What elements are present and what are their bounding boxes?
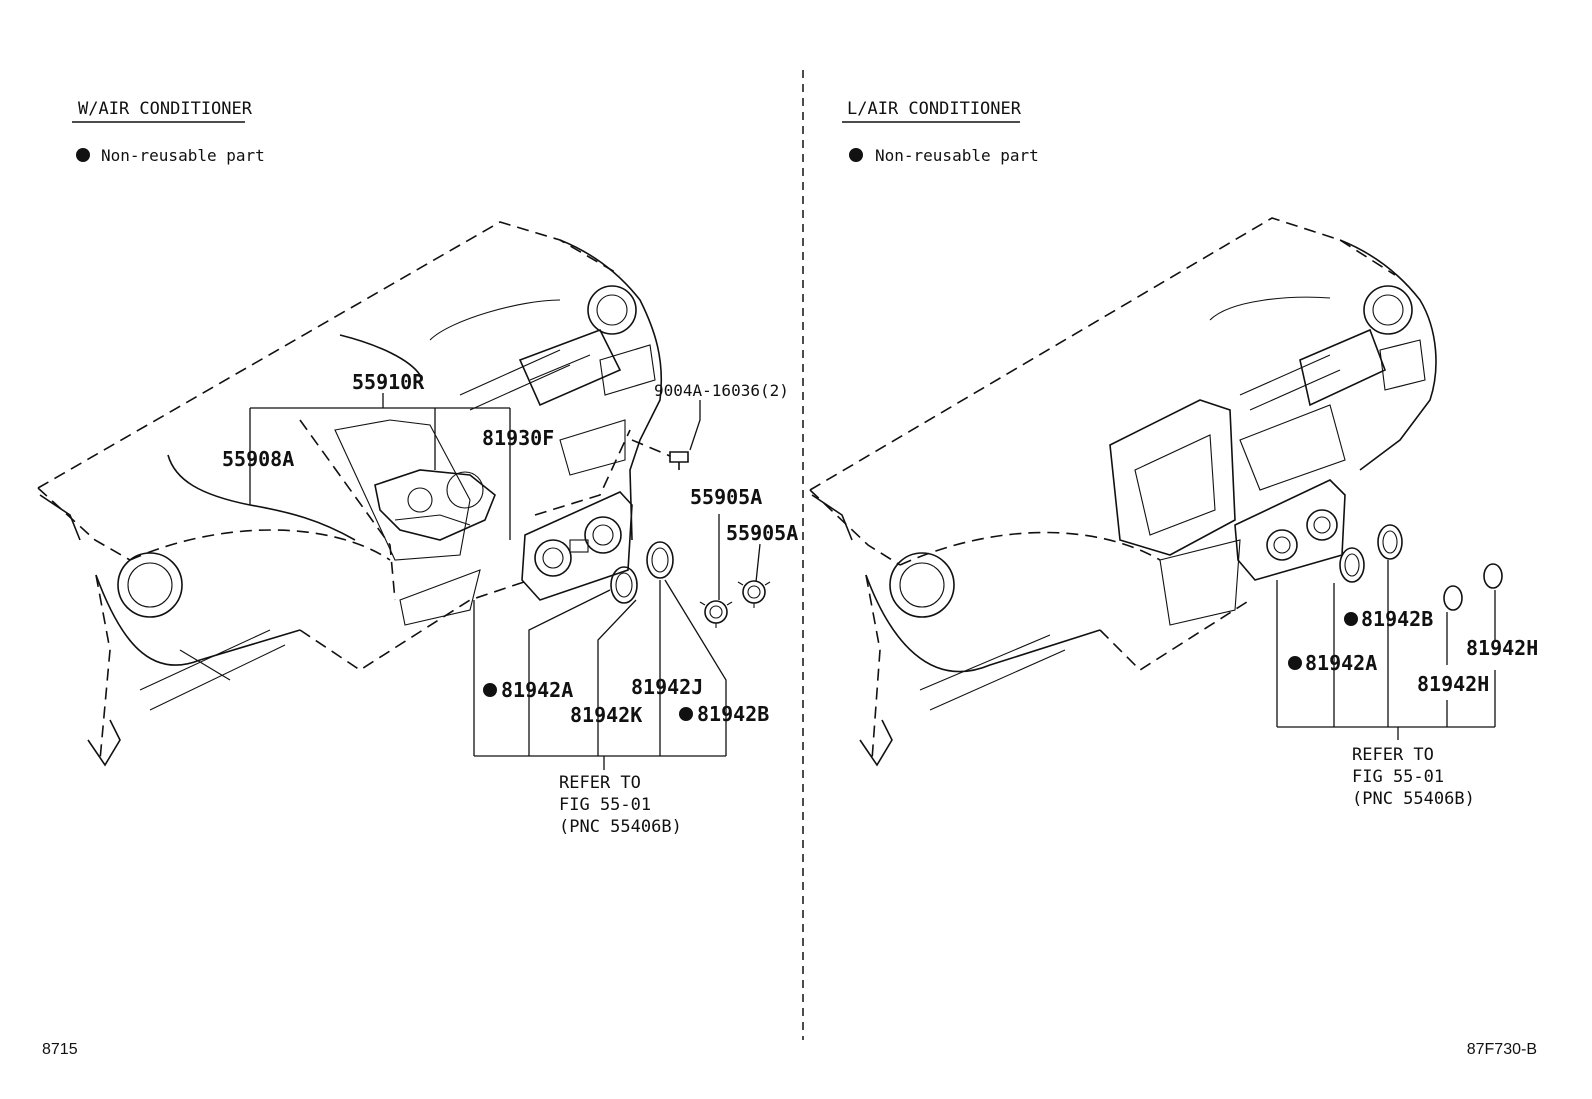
- refer-line-1: REFER TO: [1352, 745, 1434, 765]
- part-label-55905A-upper: 55905A: [690, 485, 762, 509]
- right-dashboard-drawing: [809, 217, 1503, 767]
- non-reusable-bullet-icon: [849, 148, 863, 162]
- non-reusable-bullet-icon: [483, 683, 497, 697]
- left-dashboard-drawing: [37, 221, 771, 767]
- part-label-81942K: 81942K: [570, 703, 642, 727]
- part-label-55910R: 55910R: [352, 370, 425, 394]
- part-label-81942A: 81942A: [1305, 651, 1377, 675]
- part-label-81942H-lower: 81942H: [1417, 672, 1489, 696]
- non-reusable-bullet-icon: [1288, 656, 1302, 670]
- footer-right-code: 87F730-B: [1467, 1041, 1537, 1058]
- footer-left-code: 8715: [42, 1041, 78, 1058]
- part-label-81930F: 81930F: [482, 426, 554, 450]
- right-section-title: L/AIR CONDITIONER: [847, 99, 1022, 119]
- part-label-9004A-16036: 9004A-16036(2): [654, 381, 789, 400]
- right-legend-text: Non-reusable part: [875, 146, 1039, 165]
- refer-line-1: REFER TO: [559, 773, 641, 793]
- right-part-labels: 81942B 81942A 81942H 81942H: [1288, 607, 1538, 696]
- refer-line-3: (PNC 55406B): [1352, 789, 1475, 809]
- refer-line-2: FIG 55-01: [559, 795, 651, 815]
- part-label-81942B: 81942B: [1361, 607, 1433, 631]
- non-reusable-bullet-icon: [679, 707, 693, 721]
- non-reusable-bullet-icon: [1344, 612, 1358, 626]
- left-leader-lines: [249, 393, 761, 770]
- part-label-81942H-upper: 81942H: [1466, 636, 1538, 660]
- left-section: W/AIR CONDITIONER Non-reusable part: [37, 99, 798, 837]
- left-part-labels: 55910R 55908A 81930F 9004A-16036(2) 5590…: [222, 370, 798, 727]
- part-label-55908A: 55908A: [222, 447, 294, 471]
- left-legend-text: Non-reusable part: [101, 146, 265, 165]
- left-refer-note: REFER TO FIG 55-01 (PNC 55406B): [559, 773, 682, 837]
- left-section-title: W/AIR CONDITIONER: [78, 99, 253, 119]
- right-leader-lines: [1276, 560, 1496, 740]
- part-label-55905A-lower: 55905A: [726, 521, 798, 545]
- part-label-81942B: 81942B: [697, 702, 769, 726]
- part-label-81942J: 81942J: [631, 675, 703, 699]
- right-refer-note: REFER TO FIG 55-01 (PNC 55406B): [1352, 745, 1475, 809]
- right-section: L/AIR CONDITIONER Non-reusable part: [809, 99, 1538, 809]
- refer-line-2: FIG 55-01: [1352, 767, 1444, 787]
- part-label-81942A: 81942A: [501, 678, 573, 702]
- non-reusable-bullet-icon: [76, 148, 90, 162]
- refer-line-3: (PNC 55406B): [559, 817, 682, 837]
